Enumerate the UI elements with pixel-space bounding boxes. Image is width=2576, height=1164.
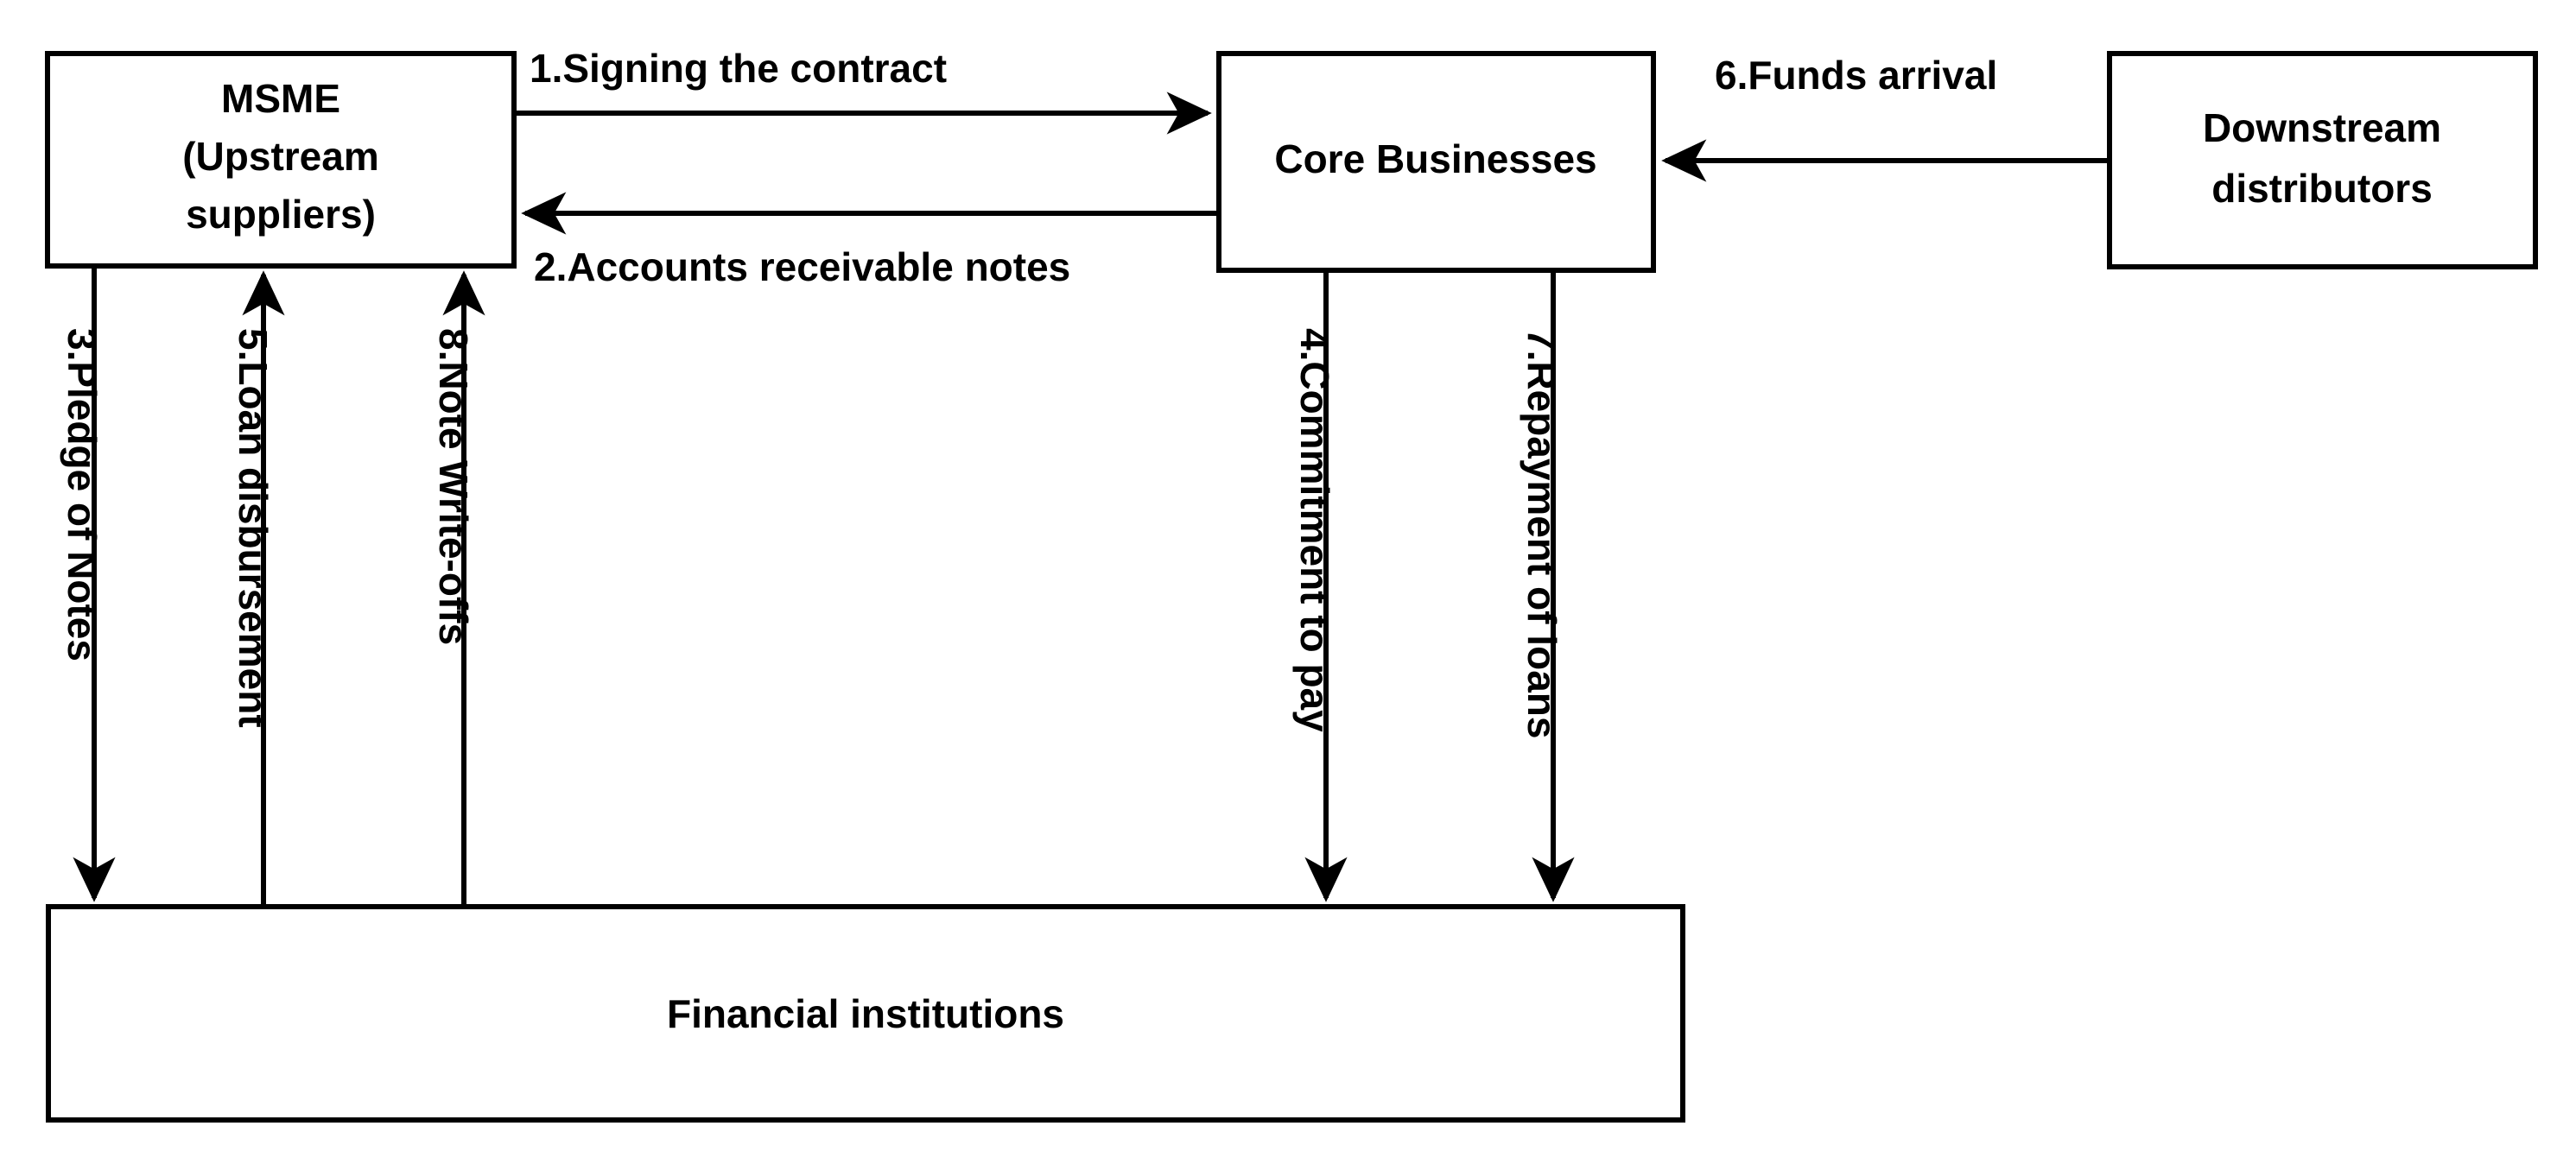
msme-label-line-1: MSME — [221, 76, 340, 121]
edge-6-label: 6.Funds arrival — [1715, 53, 1997, 98]
node-downstream-distributors[interactable]: Downstream distributors — [2107, 51, 2538, 269]
edge-signing-the-contract[interactable]: 1.Signing the contract — [514, 46, 1212, 135]
downstream-label-line-2: distributors — [2211, 166, 2433, 211]
downstream-distributors-box[interactable] — [2107, 51, 2538, 269]
edge-note-write-offs[interactable]: 8.Note Write-offs — [431, 270, 485, 907]
msme-box[interactable] — [45, 51, 517, 269]
edge-7-label: 7.Repayment of loans — [1520, 328, 1564, 738]
msme-label-line-3: suppliers) — [186, 192, 376, 237]
edge-pledge-of-notes[interactable]: 3.Pledge of Notes — [60, 266, 116, 902]
core-businesses-box[interactable] — [1216, 51, 1656, 273]
node-financial-institutions[interactable]: Financial institutions — [46, 904, 1685, 1123]
financial-institutions-box[interactable] — [46, 904, 1685, 1123]
edge-accounts-receivable-notes[interactable]: 2.Accounts receivable notes — [521, 192, 1219, 289]
edge-loan-disbursement[interactable]: 5.Loan disbursement — [231, 270, 285, 907]
edge-1-label: 1.Signing the contract — [530, 46, 947, 91]
edge-3-label: 3.Pledge of Notes — [60, 328, 105, 661]
downstream-label-line-1: Downstream — [2203, 105, 2441, 150]
financial-institutions-label: Financial institutions — [667, 991, 1064, 1036]
core-businesses-label: Core Businesses — [1274, 136, 1596, 181]
edge-funds-arrival[interactable]: 6.Funds arrival — [1661, 53, 2110, 182]
edge-4-label: 4.Commitment to pay — [1292, 328, 1337, 732]
node-core-businesses[interactable]: Core Businesses — [1216, 51, 1656, 273]
edge-repayment-of-loans[interactable]: 7.Repayment of loans — [1520, 270, 1575, 902]
node-msme[interactable]: MSME (Upstream suppliers) — [45, 51, 517, 269]
edge-2-label: 2.Accounts receivable notes — [534, 244, 1070, 289]
edge-8-label: 8.Note Write-offs — [431, 328, 476, 645]
edge-5-label: 5.Loan disbursement — [231, 328, 276, 728]
msme-label-line-2: (Upstream — [182, 134, 379, 179]
edge-commitment-to-pay[interactable]: 4.Commitment to pay — [1292, 270, 1348, 902]
